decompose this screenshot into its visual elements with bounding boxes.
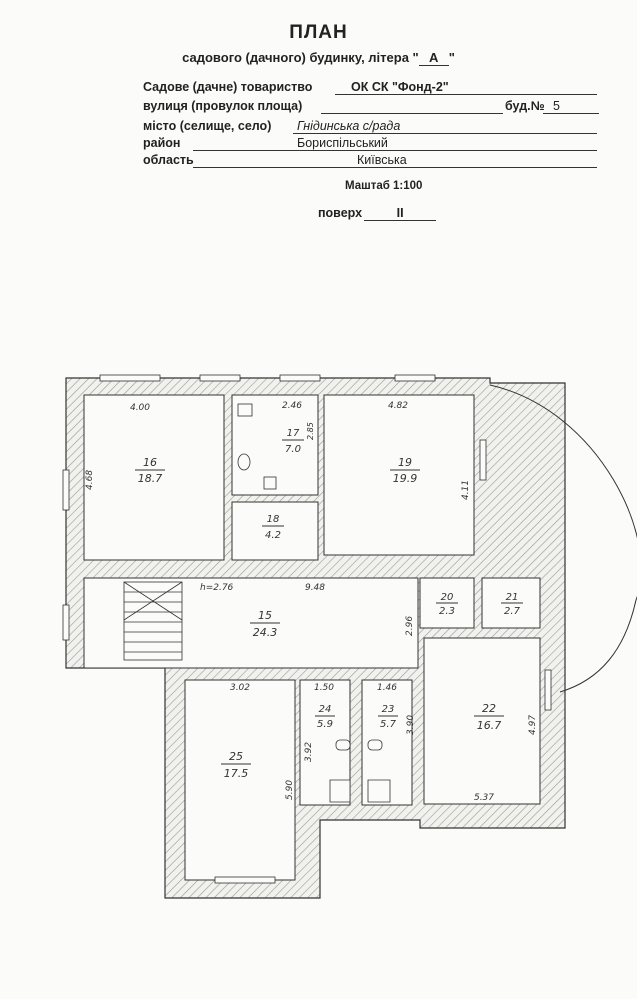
field-value: Гнідинська с/рада (297, 119, 401, 133)
room-dim: 3.90 (406, 715, 416, 735)
field-label: Садове (дачне) товариство (143, 80, 313, 94)
field-row-city: місто (селище, село) Гнідинська с/рада (143, 119, 603, 135)
field-label: місто (селище, село) (143, 119, 272, 133)
room-area: 2.7 (504, 606, 521, 617)
room-area: 2.3 (439, 606, 455, 617)
bay-arc (489, 384, 637, 693)
room-number: 19 (398, 456, 412, 469)
toilet-fixture (335, 739, 351, 751)
window (62, 469, 70, 511)
window (62, 604, 70, 641)
room-dim: 2.46 (282, 401, 302, 411)
building-number-value: 5 (553, 99, 560, 113)
room-dim: 1.46 (377, 683, 397, 693)
litera-value: А (418, 50, 449, 66)
room-number: 15 (258, 609, 272, 622)
room-dim: 5.37 (474, 793, 494, 803)
room-number: 25 (229, 750, 243, 763)
window (479, 439, 487, 481)
window (199, 374, 241, 382)
room-dim: 4.00 (130, 403, 150, 413)
room-16 (83, 394, 225, 561)
room-area: 4.2 (265, 530, 281, 541)
building-number-label: буд.№ (505, 99, 545, 113)
window (394, 374, 436, 382)
field-row-street: вулиця (провулок площа) буд.№ 5 (143, 99, 603, 115)
shower-fixture (367, 779, 391, 803)
subtitle-end: " (448, 50, 455, 65)
scale-label: Маштаб 1:100 (345, 180, 423, 192)
room-number: 22 (482, 702, 496, 715)
field-label: область (143, 153, 194, 167)
sink-fixture (237, 403, 253, 417)
field-label: вулиця (провулок площа) (143, 99, 303, 113)
shower-fixture (263, 476, 277, 490)
room-dim: 1.50 (314, 683, 334, 693)
room-number: 16 (143, 456, 157, 469)
height-annotation: h=2.76 (200, 583, 234, 593)
room-area: 5.9 (317, 719, 333, 730)
room-area: 7.0 (285, 444, 301, 455)
room-18 (231, 501, 319, 561)
room-dim: 3.02 (230, 683, 250, 693)
room-area: 18.7 (138, 472, 163, 485)
room-22 (423, 637, 541, 805)
room-dim: 2.96 (405, 616, 415, 636)
field-underline (321, 99, 503, 114)
field-underline (335, 80, 597, 95)
field-value: Київська (357, 153, 407, 167)
stairs (123, 581, 183, 661)
room-number: 24 (319, 704, 332, 715)
room-area: 16.7 (477, 719, 502, 732)
room-area: 5.7 (380, 719, 397, 730)
room-number: 17 (287, 428, 300, 439)
plan-title: ПЛАН (289, 22, 348, 43)
room-dim: 4.82 (388, 401, 408, 411)
field-underline (193, 136, 597, 151)
room-dim: 3.92 (304, 742, 314, 762)
room-dim: 4.97 (528, 715, 538, 735)
field-underline (543, 99, 599, 114)
field-value: Бориспільський (297, 136, 388, 150)
field-row-society: Садове (дачне) товариство ОК СК "Фонд-2" (143, 80, 603, 96)
plan-subtitle: садового (дачного) будинку, літера "А" (0, 50, 637, 66)
window (214, 876, 276, 884)
room-dim: 4.11 (461, 480, 471, 500)
floor-label: поверх (318, 206, 363, 220)
room-dim: 2.85 (306, 422, 315, 440)
field-row-district: район Бориспільський (143, 136, 603, 152)
room-number: 23 (382, 704, 395, 715)
room-dim: 5.90 (285, 780, 295, 800)
room-area: 19.9 (393, 472, 418, 485)
window (544, 669, 552, 711)
floor-value: II (364, 206, 437, 221)
subtitle-text: садового (дачного) будинку, літера " (182, 50, 419, 65)
room-25 (184, 679, 296, 881)
room-number: 20 (441, 592, 454, 603)
shower-fixture (329, 779, 351, 803)
field-label: район (143, 136, 181, 150)
room-15 (83, 577, 419, 669)
room-number: 18 (267, 514, 280, 525)
window (279, 374, 321, 382)
toilet-fixture (237, 453, 251, 471)
field-underline (193, 153, 597, 168)
field-underline (293, 119, 597, 134)
room-dim: 4.68 (85, 470, 95, 490)
room-19 (323, 394, 475, 556)
room-area: 24.3 (253, 626, 278, 639)
room-number: 21 (506, 592, 519, 603)
field-row-region: область Київська (143, 153, 603, 169)
room-area: 17.5 (224, 767, 249, 780)
room-dim: 9.48 (305, 583, 325, 593)
toilet-fixture (367, 739, 383, 751)
field-value: ОК СК "Фонд-2" (351, 80, 449, 94)
window (99, 374, 161, 382)
